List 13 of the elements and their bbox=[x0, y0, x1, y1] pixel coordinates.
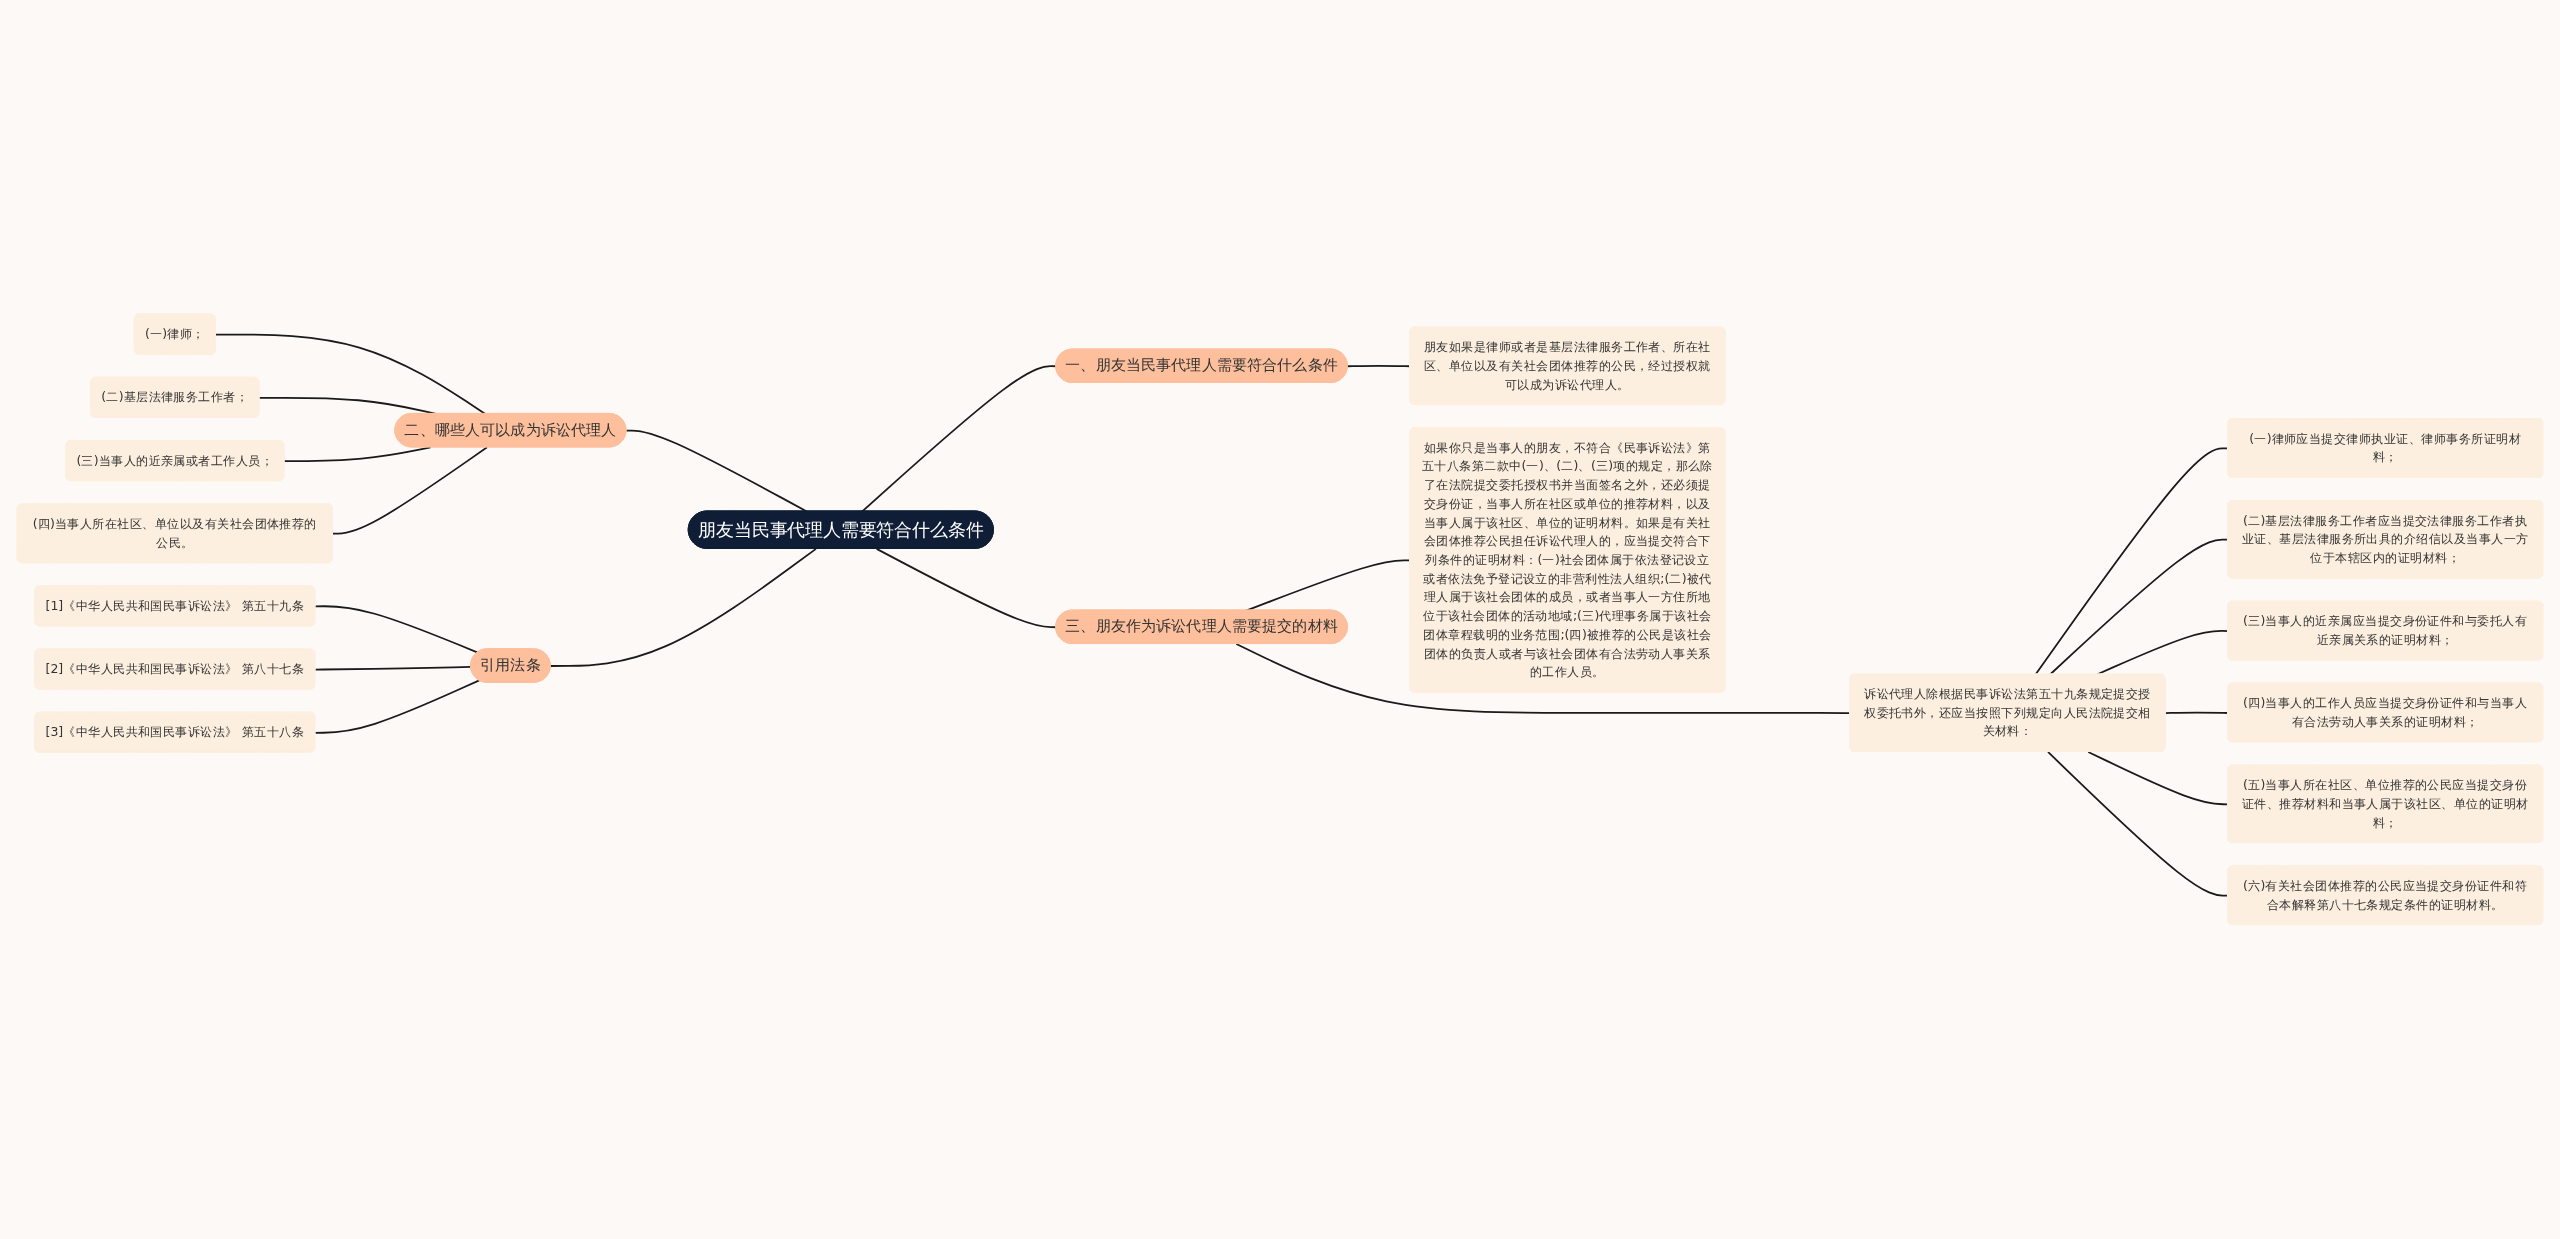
connector bbox=[2164, 711, 2229, 715]
connector bbox=[214, 333, 487, 415]
connector bbox=[2034, 447, 2229, 676]
connector bbox=[2087, 751, 2229, 806]
connector bbox=[2047, 751, 2229, 897]
connector bbox=[332, 446, 488, 535]
connector bbox=[314, 605, 479, 654]
connector bbox=[2096, 630, 2229, 676]
connector bbox=[2049, 538, 2229, 676]
connector bbox=[625, 429, 808, 513]
connector bbox=[314, 666, 472, 671]
connector bbox=[549, 548, 817, 668]
connector bbox=[314, 679, 481, 734]
